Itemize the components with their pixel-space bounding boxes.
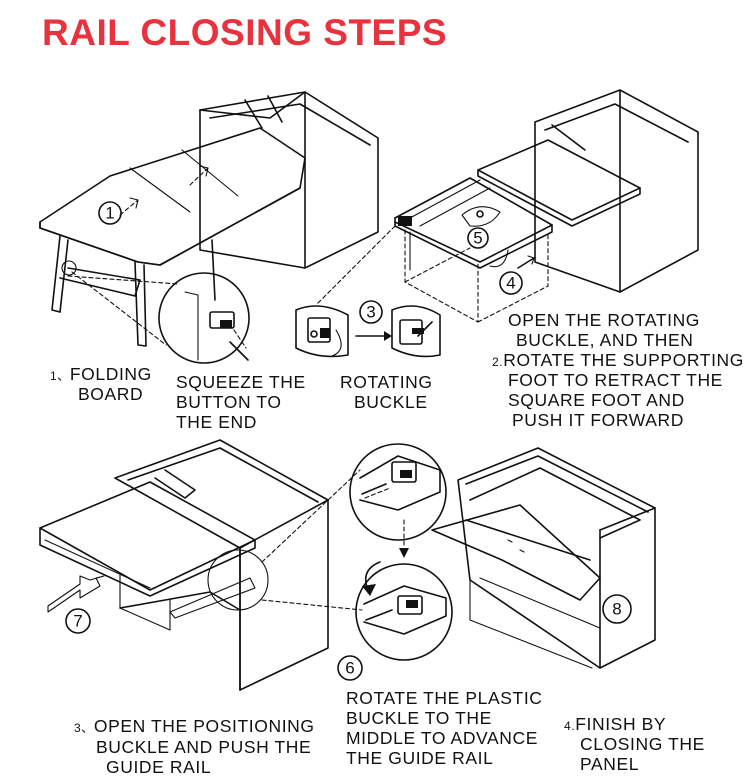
step2-line3: ROTATE THE SUPPORTING bbox=[503, 350, 744, 370]
label-plastic-line2: BUCKLE TO THE bbox=[346, 708, 492, 728]
illustration-guide-rail: 7 bbox=[39, 439, 363, 691]
label-squeeze-line2: BUTTON TO bbox=[176, 392, 282, 412]
label-squeeze-line3: THE END bbox=[176, 412, 258, 432]
label-step2-line6: PUSH IT FORWARD bbox=[512, 410, 685, 430]
label-plastic-line3: MIDDLE TO ADVANCE bbox=[346, 728, 539, 748]
step-marker-4: 4 bbox=[506, 274, 515, 293]
label-step3-line3: GUIDE RAIL bbox=[106, 757, 212, 777]
step1-line1: FOLDING bbox=[69, 364, 152, 384]
label-plastic-line4: THE GUIDE RAIL bbox=[346, 748, 494, 768]
illustration-close-panel: 8 bbox=[431, 447, 656, 669]
label-step2-line4: FOOT TO RETRACT THE bbox=[508, 370, 723, 390]
label-rotating-line2: BUCKLE bbox=[354, 392, 428, 412]
label-step3-line2: BUCKLE AND PUSH THE bbox=[96, 737, 312, 757]
label-step1: 1、FOLDING bbox=[50, 364, 152, 386]
label-step3-line1: 3、OPEN THE POSITIONING bbox=[74, 716, 315, 738]
label-step2-line3: 2.ROTATE THE SUPPORTING bbox=[492, 350, 744, 372]
step-marker-3: 3 bbox=[366, 303, 375, 322]
step1-number: 1、 bbox=[50, 369, 70, 383]
illustration-folding-board: 1 bbox=[39, 91, 379, 364]
label-rotating-line1: ROTATING bbox=[340, 372, 433, 392]
label-plastic-line1: ROTATE THE PLASTIC bbox=[346, 688, 543, 708]
label-step4-line1: 4.FINISH BY bbox=[564, 714, 666, 736]
label-squeeze-line1: SQUEEZE THE bbox=[176, 372, 306, 392]
step2-number: 2. bbox=[492, 355, 504, 369]
step4-number: 4. bbox=[564, 719, 576, 733]
step-marker-1: 1 bbox=[105, 204, 114, 223]
illustration-supporting-foot: 5 4 bbox=[315, 89, 699, 323]
label-step4-line3: PANEL bbox=[580, 754, 640, 774]
label-step2-line2: BUCKLE, AND THEN bbox=[516, 330, 694, 350]
step-marker-5: 5 bbox=[473, 229, 482, 248]
label-step4-line2: CLOSING THE bbox=[580, 734, 705, 754]
illustration-plastic-buckle: 6 bbox=[337, 443, 453, 681]
label-step1-line2: BOARD bbox=[78, 384, 144, 404]
step-marker-7: 7 bbox=[73, 612, 82, 631]
page-title: RAIL CLOSING STEPS bbox=[42, 12, 448, 53]
step-marker-6: 6 bbox=[345, 659, 354, 678]
illustration-rotating-buckle: 3 bbox=[295, 300, 441, 358]
step3-line1: OPEN THE POSITIONING bbox=[93, 716, 315, 736]
label-step2-line1: OPEN THE ROTATING bbox=[508, 310, 701, 330]
label-step2-line5: SQUARE FOOT AND bbox=[508, 390, 685, 410]
step3-number: 3、 bbox=[74, 721, 94, 735]
step-marker-8: 8 bbox=[612, 600, 621, 619]
step4-line1: FINISH BY bbox=[575, 714, 667, 734]
